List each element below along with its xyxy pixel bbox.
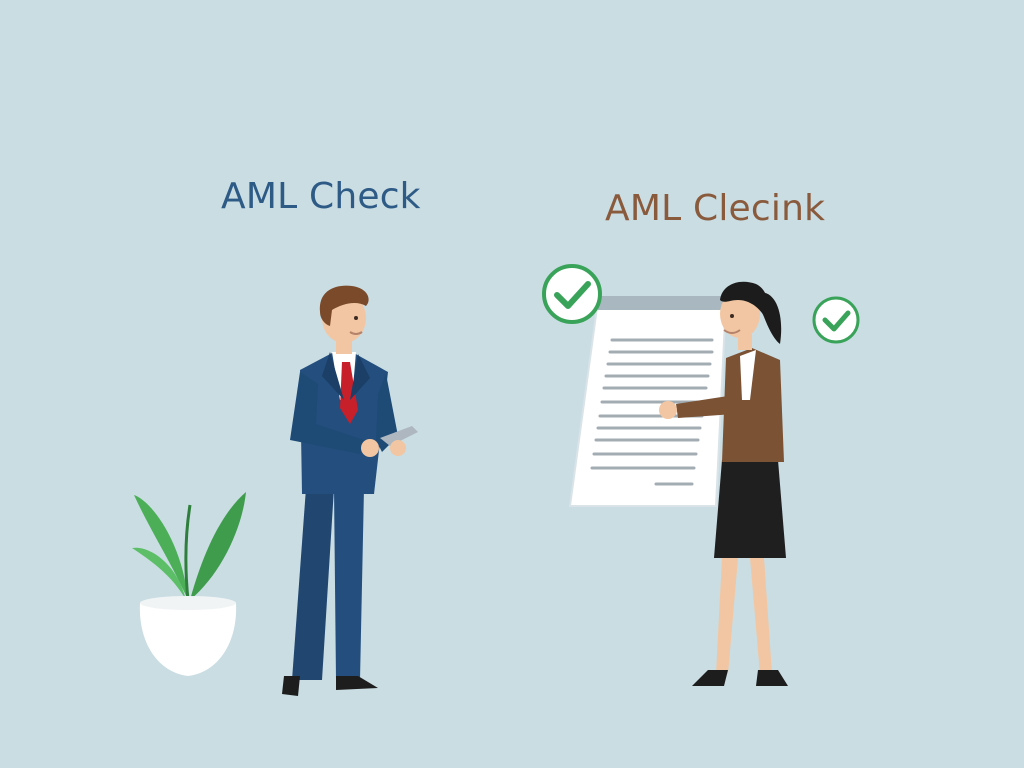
- check-circle-icon: [812, 296, 860, 344]
- check-circle-icon: [542, 264, 602, 324]
- potted-plant: [132, 492, 246, 676]
- woman-figure: [659, 281, 788, 686]
- document-illustration: [568, 296, 728, 507]
- man-figure: [282, 285, 418, 696]
- aml-check-title: AML Check: [221, 176, 421, 217]
- aml-clecink-title: AML Clecink: [605, 188, 826, 229]
